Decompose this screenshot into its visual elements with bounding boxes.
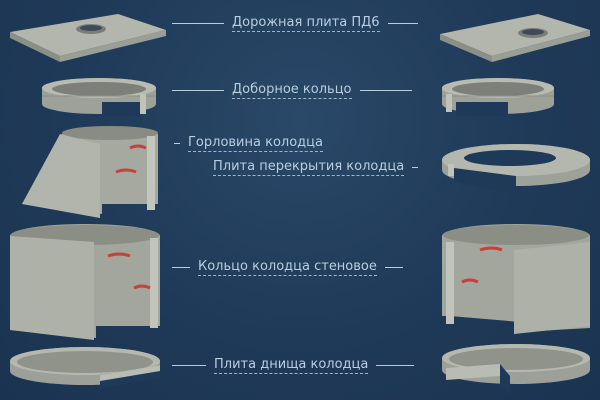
right-extension-ring	[442, 78, 554, 116]
leader-line	[174, 143, 180, 144]
leader-line	[172, 90, 224, 91]
right-cover-slab	[442, 144, 590, 194]
left-extension-ring	[42, 78, 156, 116]
left-bottom-slab	[10, 347, 160, 389]
label-road-slab: Дорожная плита ПД6	[172, 15, 418, 32]
leader-line	[172, 23, 224, 24]
leader-line	[172, 365, 206, 366]
label-cover-slab: Плита перекрытия колодца	[213, 159, 419, 176]
leader-line	[412, 167, 419, 168]
label-extension-ring: Доборное кольцо	[172, 82, 412, 99]
leader-line	[376, 365, 415, 366]
left-well-neck	[22, 126, 158, 218]
label-bottom-slab-text[interactable]: Плита днища колодца	[214, 357, 369, 374]
label-wall-ring-text[interactable]: Кольцо колодца стеновое	[198, 259, 377, 276]
label-well-neck-text[interactable]: Горловина колодца	[188, 135, 323, 152]
right-bottom-slab	[442, 344, 590, 394]
label-wall-ring: Кольцо колодца стеновое	[172, 259, 403, 276]
label-road-slab-text[interactable]: Дорожная плита ПД6	[232, 15, 380, 32]
label-bottom-slab: Плита днища колодца	[172, 357, 415, 374]
label-extension-ring-text[interactable]: Доборное кольцо	[232, 82, 352, 99]
leader-line	[384, 267, 403, 268]
leader-line	[359, 90, 412, 91]
label-cover-slab-text[interactable]: Плита перекрытия колодца	[213, 159, 405, 176]
label-well-neck: Горловина колодца	[174, 135, 323, 152]
leader-line	[172, 267, 190, 268]
right-wall-ring	[442, 224, 590, 334]
left-road-slab	[10, 14, 166, 62]
ladder-rung-icon	[129, 144, 147, 150]
leader-line	[387, 23, 418, 24]
right-road-slab	[440, 14, 590, 62]
left-wall-ring	[10, 224, 160, 340]
